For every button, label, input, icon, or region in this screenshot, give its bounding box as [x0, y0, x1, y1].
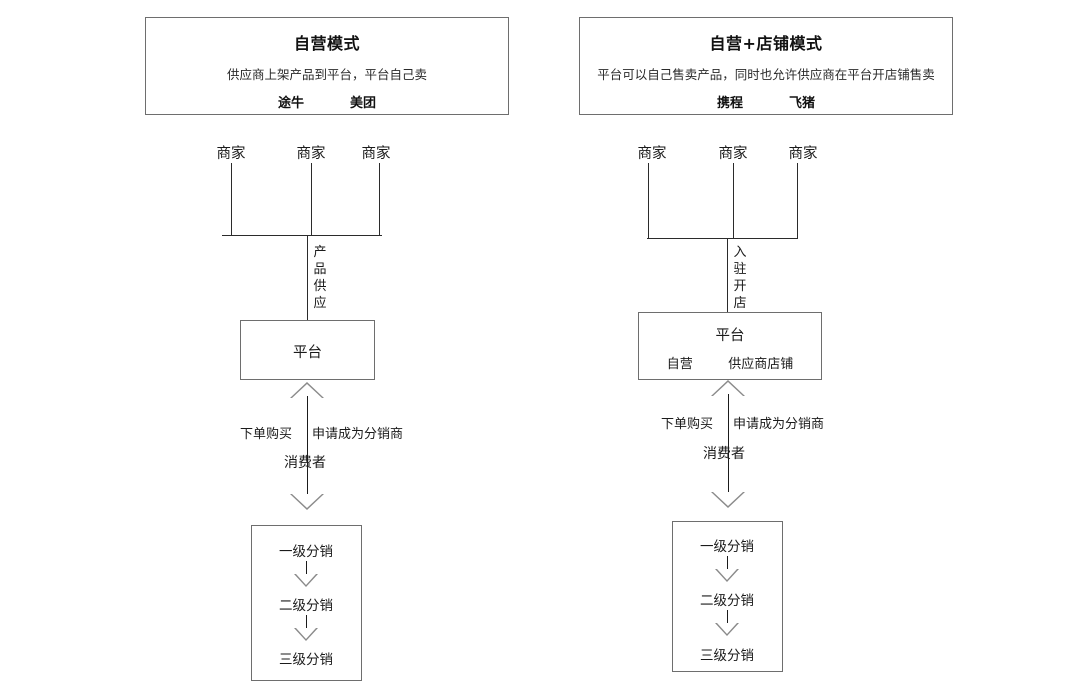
- brand-list: 途牛 美团: [146, 92, 508, 111]
- flow-label-purchase: 下单购买: [661, 417, 714, 432]
- merchant-node: 商家: [637, 146, 667, 162]
- supply-label-char: 入: [733, 245, 747, 260]
- arrow-head-down: [711, 492, 745, 508]
- merchant-stem: [231, 163, 232, 235]
- merchant-node: 商家: [788, 146, 818, 162]
- platform-title: 平台: [715, 328, 745, 344]
- merchant-node: 商家: [296, 146, 326, 162]
- platform-segment-self: 自营: [666, 357, 693, 372]
- platform-segment-shop: 供应商店铺: [728, 357, 794, 372]
- merchant-stem: [648, 163, 649, 238]
- arrow-head-down-small: [294, 628, 318, 641]
- merchant-bus-line: [647, 238, 798, 239]
- brand-chip: 携程: [716, 96, 743, 111]
- supply-label-char: 应: [313, 296, 327, 311]
- merchant-stem: [797, 163, 798, 238]
- distribution-connector: [306, 561, 307, 575]
- distribution-level: 二级分销: [700, 593, 754, 609]
- arrow-head-down: [290, 494, 324, 510]
- arrow-head-down-small: [294, 574, 318, 587]
- distribution-level: 三级分销: [279, 652, 333, 668]
- consumer-arrow-shaft: [307, 396, 308, 496]
- merchant-stem: [311, 163, 312, 235]
- distribution-level: 一级分销: [700, 539, 754, 555]
- merchant-stem: [379, 163, 380, 235]
- model-title: 自营模式: [293, 34, 360, 53]
- distribution-box: [672, 521, 783, 672]
- merchant-bus-line: [222, 235, 382, 236]
- merchant-node: 商家: [718, 146, 748, 162]
- model-header-card: 自营模式 供应商上架产品到平台，平台自己卖 途牛 美团: [145, 17, 509, 115]
- distribution-connector: [727, 610, 728, 624]
- distribution-level: 三级分销: [700, 648, 754, 664]
- brand-chip: 飞猪: [789, 96, 816, 111]
- consumer-arrow-shaft: [728, 394, 729, 494]
- flow-label-purchase: 下单购买: [240, 427, 293, 442]
- model-description: 平台可以自己售卖产品，同时也允许供应商在平台开店铺售卖: [597, 67, 935, 82]
- merchant-node: 商家: [216, 146, 246, 162]
- supply-label-char: 产: [313, 245, 327, 260]
- supply-label: 入 驻 开 店: [732, 244, 748, 312]
- model-column-self-operated: 自营模式 供应商上架产品到平台，平台自己卖 途牛 美团 商家 商家 商家 产 品…: [145, 17, 509, 681]
- distribution-box: [251, 525, 362, 681]
- distribution-connector: [727, 556, 728, 570]
- consumer-node: 消费者: [703, 446, 745, 462]
- supply-label-char: 驻: [733, 262, 747, 277]
- arrow-head-down-small: [715, 569, 739, 582]
- model-description: 供应商上架产品到平台，平台自己卖: [226, 67, 427, 82]
- arrow-head-down-small: [715, 623, 739, 636]
- flow-label-distributor: 申请成为分销商: [312, 427, 404, 442]
- supply-label-char: 店: [733, 296, 747, 311]
- model-title: 自营+店铺模式: [709, 34, 823, 53]
- brand-chip: 美团: [350, 96, 377, 111]
- distribution-connector: [306, 615, 307, 629]
- platform-box: 平台 自营 供应商店铺: [638, 312, 822, 380]
- supply-trunk-line: [727, 238, 728, 312]
- platform-title: 平台: [293, 345, 322, 361]
- supply-label-char: 供: [313, 279, 327, 294]
- platform-box: 平台: [240, 320, 375, 380]
- distribution-level: 一级分销: [279, 544, 333, 560]
- distribution-level: 二级分销: [279, 598, 333, 614]
- arrow-head-up: [290, 382, 324, 398]
- model-header-card: 自营+店铺模式 平台可以自己售卖产品，同时也允许供应商在平台开店铺售卖 携程 飞…: [579, 17, 953, 115]
- arrow-head-up: [711, 380, 745, 396]
- brand-list: 携程 飞猪: [580, 92, 952, 111]
- platform-segments: 自营 供应商店铺: [639, 353, 821, 372]
- supply-label: 产 品 供 应: [312, 244, 328, 312]
- flow-label-distributor: 申请成为分销商: [733, 417, 825, 432]
- supply-trunk-line: [307, 235, 308, 320]
- model-column-self-operated-plus-shop: 自营+店铺模式 平台可以自己售卖产品，同时也允许供应商在平台开店铺售卖 携程 飞…: [541, 0, 1082, 684]
- supply-label-char: 品: [313, 262, 327, 277]
- supply-label-char: 开: [733, 279, 747, 294]
- merchant-node: 商家: [361, 146, 391, 162]
- consumer-node: 消费者: [284, 455, 326, 471]
- merchant-stem: [733, 163, 734, 238]
- brand-chip: 途牛: [277, 96, 304, 111]
